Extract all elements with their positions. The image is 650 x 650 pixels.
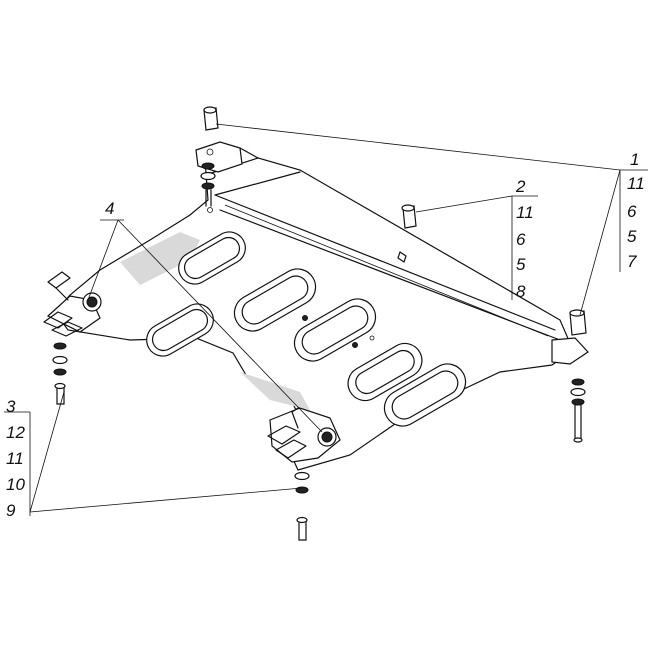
fastener-front — [294, 471, 310, 541]
callout-group-1: 1 11 6 5 7 — [619, 150, 648, 272]
fastener-right — [569, 309, 587, 443]
callout-2-head: 2 — [515, 177, 526, 196]
callout-2-item-4: 5 — [516, 255, 526, 274]
stiffening-slots — [120, 207, 467, 427]
callout-1-item-4: 5 — [627, 227, 637, 246]
callout-3-item-3: 11 — [6, 449, 24, 468]
callout-2-item-3: 6 — [516, 230, 526, 249]
callout-group-2: 2 11 6 5 8 — [511, 177, 538, 301]
plate-washer-left — [82, 292, 102, 312]
callout-3-head: 3 — [6, 397, 16, 416]
callout-1-item-3: 6 — [627, 202, 637, 221]
leader-lines — [29, 123, 621, 513]
callout-2-item-5: 8 — [516, 282, 526, 301]
callout-3-item-2: 12 — [6, 423, 25, 442]
callout-1-item-5: 7 — [627, 252, 637, 271]
callout-3-item-5: 9 — [6, 501, 16, 520]
plate-washer-front — [317, 427, 337, 447]
callout-group-3: 3 12 11 10 9 — [4, 397, 31, 520]
skid-plate — [43, 141, 589, 471]
fastener-left — [52, 342, 68, 405]
fastener-top-left — [200, 106, 219, 207]
callout-1-item-2: 11 — [627, 174, 645, 193]
callout-4: 4 — [100, 199, 124, 221]
callout-4-label: 4 — [105, 199, 114, 218]
callout-1-head: 1 — [630, 150, 639, 169]
callout-2-item-2: 11 — [516, 203, 534, 222]
callout-3-item-4: 10 — [6, 475, 25, 494]
fastener-top-mid — [401, 204, 417, 229]
